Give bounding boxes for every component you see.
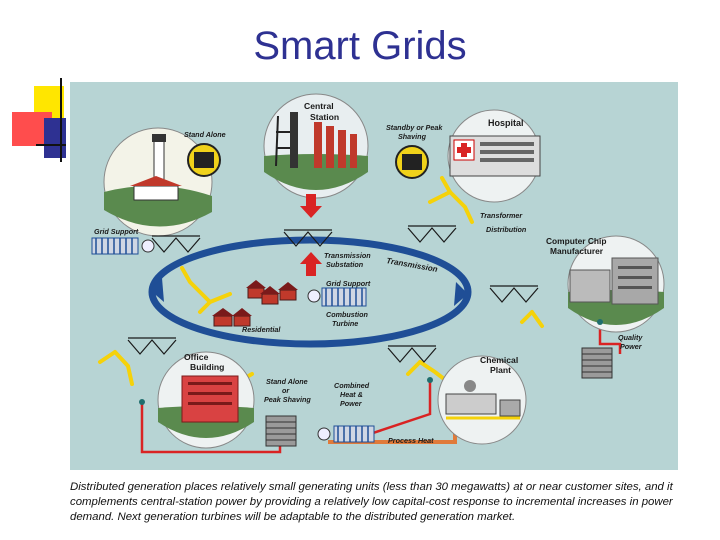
label-transformer: Transformer [480, 211, 523, 220]
label-computer-chip-1: Computer Chip [546, 236, 606, 246]
label-combined-heat-2: Heat & [340, 390, 363, 399]
ring-arrow-right-icon [454, 282, 468, 306]
transmission-towers [127, 225, 539, 363]
diagram-labels: Central Station Stand Alone Standby or P… [94, 101, 643, 445]
residential-roofs [212, 280, 298, 316]
label-residential: Residential [242, 325, 281, 334]
label-distribution: Distribution [486, 225, 527, 234]
label-office-building-2: Building [190, 362, 224, 372]
deco-vertical-rule [60, 78, 62, 162]
label-transmission-substation-2: Substation [326, 260, 364, 269]
stand-alone-circle [103, 127, 213, 237]
fuel-cell-stacks [265, 347, 613, 447]
label-grid-support-center: Grid Support [326, 279, 371, 288]
label-process-heat: Process Heat [388, 436, 434, 445]
distributed-generation-diagram: Central Station Stand Alone Standby or P… [70, 82, 678, 470]
office-building-circle [157, 351, 255, 449]
label-hospital: Hospital [488, 118, 524, 128]
chemical-plant-circle [437, 355, 527, 445]
label-stand-alone-top: Stand Alone [184, 130, 226, 139]
transmission-ring [148, 236, 472, 348]
label-chemical-plant-1: Chemical [480, 355, 518, 365]
label-grid-support-left: Grid Support [94, 227, 139, 236]
generator-icon-top-left [187, 143, 221, 177]
label-stand-alone-peak-2: or [282, 386, 290, 395]
label-transmission-substation-1: Transmission [324, 251, 371, 260]
label-stand-alone-peak-1: Stand Alone [266, 377, 308, 386]
up-arrow-icon [300, 252, 322, 276]
label-office-building-1: Office [184, 352, 209, 362]
ring-arrow-icon [150, 278, 164, 302]
slide-title: Smart Grids [253, 24, 467, 68]
label-chemical-plant-2: Plant [490, 365, 511, 375]
label-stand-alone-peak-3: Peak Shaving [264, 395, 311, 404]
label-quality-power-1: Quality [618, 333, 643, 342]
label-standby-1: Standby or Peak [386, 123, 443, 132]
deco-horizontal-rule [36, 144, 66, 146]
label-quality-power-2: Power [620, 342, 643, 351]
caption-text: Distributed generation places relatively… [70, 481, 673, 523]
fuel-cell-lines [266, 353, 612, 441]
label-combustion-turbine-2: Turbine [332, 319, 358, 328]
tilde-markers [141, 239, 331, 441]
label-computer-chip-2: Manufacturer [550, 246, 604, 256]
label-central-station-2: Station [310, 112, 339, 122]
label-combined-heat-1: Combined [334, 381, 370, 390]
label-combustion-turbine-1: Combustion [326, 310, 369, 319]
label-standby-2: Shaving [398, 132, 427, 141]
hospital-circle [447, 109, 541, 203]
generator-icon-hospital [395, 145, 429, 179]
deco-blue-square [44, 118, 66, 158]
chip-manufacturer-circle [567, 235, 665, 333]
node-dots [139, 319, 603, 405]
label-combined-heat-3: Power [340, 399, 363, 408]
down-arrow-icon [300, 194, 322, 218]
turbine-stripes [95, 238, 369, 442]
label-central-station-1: Central [304, 101, 334, 111]
caption-box: Distributed generation places relatively… [70, 470, 678, 538]
